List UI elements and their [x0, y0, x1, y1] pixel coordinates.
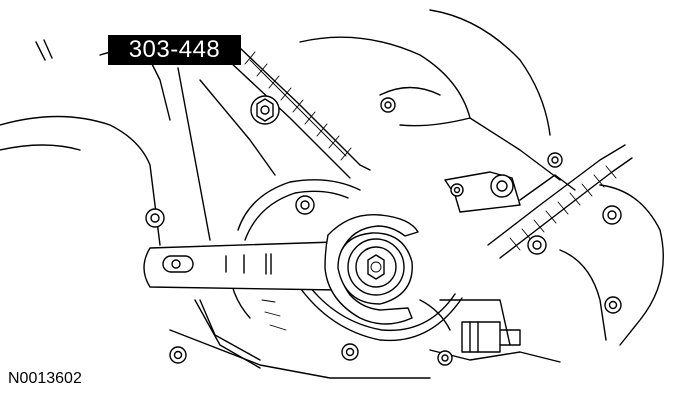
crank-holding-tool — [143, 213, 419, 325]
tensioner — [461, 321, 521, 353]
crank-sprocket-area — [194, 179, 463, 369]
fasteners — [145, 95, 622, 366]
upper-bracket — [444, 171, 521, 213]
left-chain-guide — [199, 47, 371, 179]
engine-block-outline — [0, 9, 664, 379]
tool-number-label: 303-448 — [108, 35, 241, 65]
figure-code: N0013602 — [8, 370, 82, 387]
leader-line — [177, 67, 211, 241]
right-timing-chain — [487, 144, 633, 259]
